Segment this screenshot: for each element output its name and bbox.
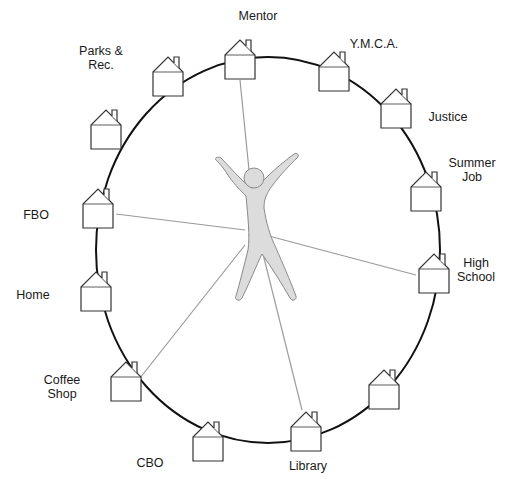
connection-line — [240, 80, 250, 180]
place-label: FBO — [23, 208, 49, 222]
place-house: Y.M.C.A. — [316, 49, 352, 91]
house-icon — [150, 54, 186, 96]
place-label: CBO — [136, 456, 163, 470]
place-label: Justice — [429, 110, 468, 124]
place-house: Mentor — [222, 37, 258, 79]
house-icon — [91, 110, 121, 149]
house-icon — [416, 251, 452, 293]
house-icon — [78, 269, 114, 311]
house-icon — [378, 86, 414, 128]
house-icon — [108, 359, 144, 401]
place-house: Summer Job — [408, 169, 444, 211]
house-icon — [80, 186, 116, 228]
house-icon — [369, 370, 399, 409]
connection-line — [265, 235, 416, 275]
place-label: Parks & Rec. — [75, 44, 127, 72]
house-icon — [408, 169, 444, 211]
person-figure — [215, 153, 298, 300]
place-house: Home — [78, 269, 114, 311]
house-icon — [190, 419, 226, 461]
place-label: Y.M.C.A. — [350, 37, 398, 51]
place-house: Coffee Shop — [108, 359, 144, 401]
place-house: Library — [288, 409, 324, 451]
place-label: Coffee Shop — [37, 373, 87, 401]
place-house: Justice — [378, 86, 414, 128]
place-label: Library — [289, 459, 327, 473]
place-house: FBO — [80, 186, 116, 228]
place-label: High School — [452, 256, 500, 284]
place-house: High School — [416, 251, 452, 293]
connection-lines — [116, 80, 416, 410]
community-ring — [96, 57, 440, 443]
place-house: Parks & Rec. — [150, 54, 186, 96]
place-label: Home — [16, 288, 49, 302]
connection-line — [116, 214, 245, 230]
house-icon — [222, 37, 258, 79]
place-label: Mentor — [239, 9, 278, 23]
place-label: Summer Job — [445, 156, 499, 184]
house-icon — [316, 49, 352, 91]
place-house: CBO — [190, 419, 226, 461]
connection-line — [140, 245, 245, 378]
house-icon — [288, 409, 324, 451]
